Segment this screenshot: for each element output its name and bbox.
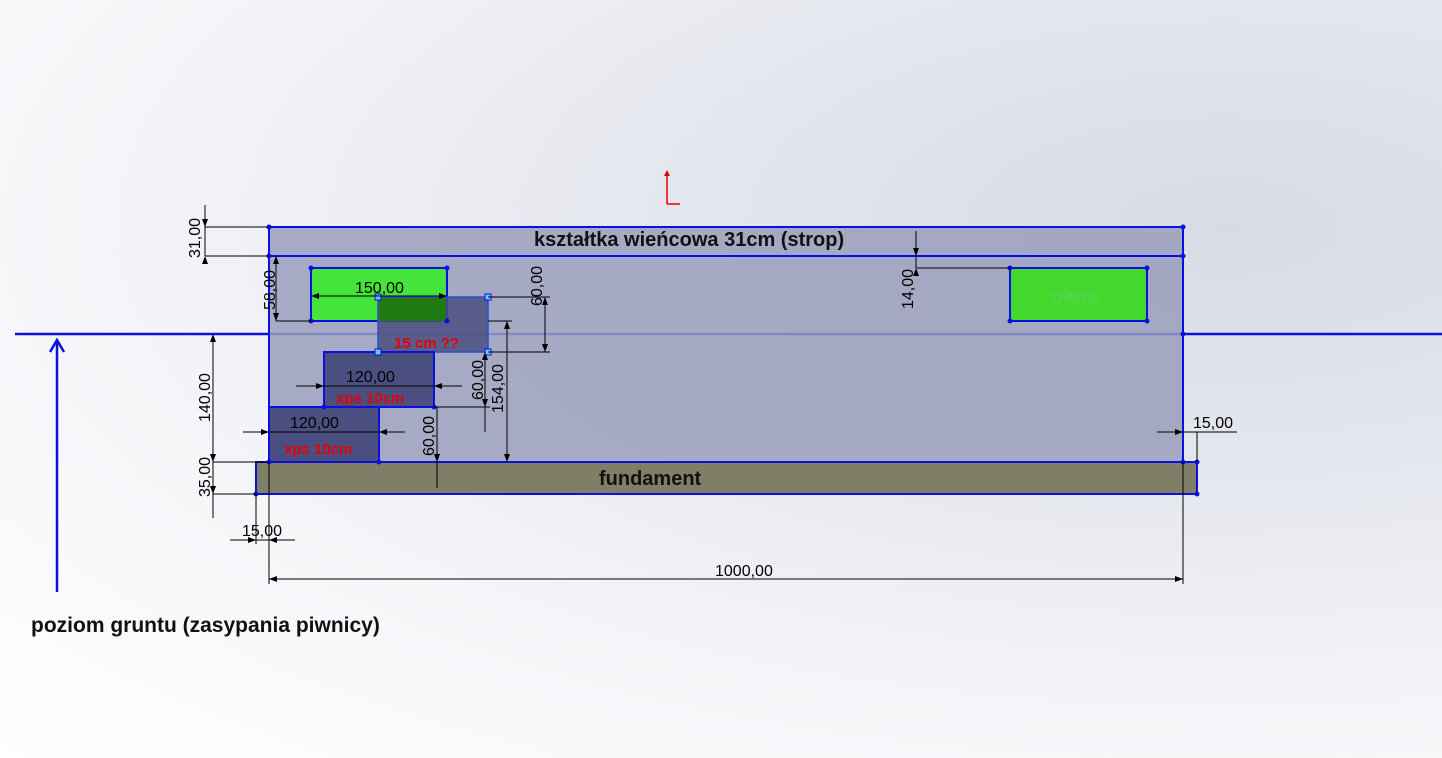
- dim-140: [210, 334, 269, 463]
- xps-lower-label: xps 10cm: [284, 441, 352, 458]
- dim-58: [273, 256, 311, 322]
- dim-120-upper-text[interactable]: 120,00: [346, 369, 395, 386]
- dim-15-right: [1157, 429, 1237, 462]
- dim-14-text[interactable]: 14,00: [900, 269, 917, 309]
- dim-120-lower-text[interactable]: 120,00: [290, 415, 339, 432]
- dim-60-top: [488, 296, 550, 353]
- dim-60-low: [434, 407, 440, 488]
- xps-lower[interactable]: [268, 406, 380, 463]
- ground-level-caption: poziom gruntu (zasypania piwnicy): [31, 614, 380, 637]
- dim-120-upper: [296, 383, 462, 389]
- question-label: 15 cm ??: [394, 335, 459, 352]
- dim-60-top-text[interactable]: 60,00: [529, 266, 546, 306]
- dim-150: [311, 293, 447, 299]
- okno-label: okno: [1051, 286, 1099, 308]
- ground-arrow-icon: [48, 337, 66, 592]
- origin-icon: [664, 170, 680, 205]
- dim-1000-text[interactable]: 1000,00: [715, 563, 773, 580]
- dim-15-right-text[interactable]: 15,00: [1193, 415, 1233, 432]
- xps-upper-label: xps 10cm: [336, 390, 404, 407]
- dim-60-mid-text[interactable]: 60,00: [470, 360, 487, 400]
- dim-31: [202, 205, 269, 264]
- dim-140-text[interactable]: 140,00: [197, 373, 214, 422]
- dim-120-lower: [243, 429, 405, 435]
- strop-label: kształtka wieńcowa 31cm (strop): [534, 229, 844, 251]
- window-right[interactable]: [1009, 267, 1148, 322]
- overlap-dark-green: [379, 298, 446, 321]
- dim-60-low-text[interactable]: 60,00: [421, 416, 438, 456]
- dim-60-mid: [434, 352, 490, 432]
- dim-58-text[interactable]: 58,00: [262, 270, 279, 310]
- dim-15-left-text[interactable]: 15,00: [242, 523, 282, 540]
- dim-35: [210, 462, 256, 518]
- foundation[interactable]: [255, 461, 1198, 495]
- dim-14: [913, 231, 1010, 276]
- dim-1000: [268, 462, 1184, 584]
- dim-150-text[interactable]: 150,00: [355, 280, 404, 297]
- dim-154-text[interactable]: 154,00: [490, 364, 507, 413]
- fundament-label: fundament: [599, 468, 702, 490]
- dim-154: [488, 320, 512, 462]
- dim-31-text[interactable]: 31,00: [187, 218, 204, 258]
- dim-35-text[interactable]: 35,00: [197, 457, 214, 497]
